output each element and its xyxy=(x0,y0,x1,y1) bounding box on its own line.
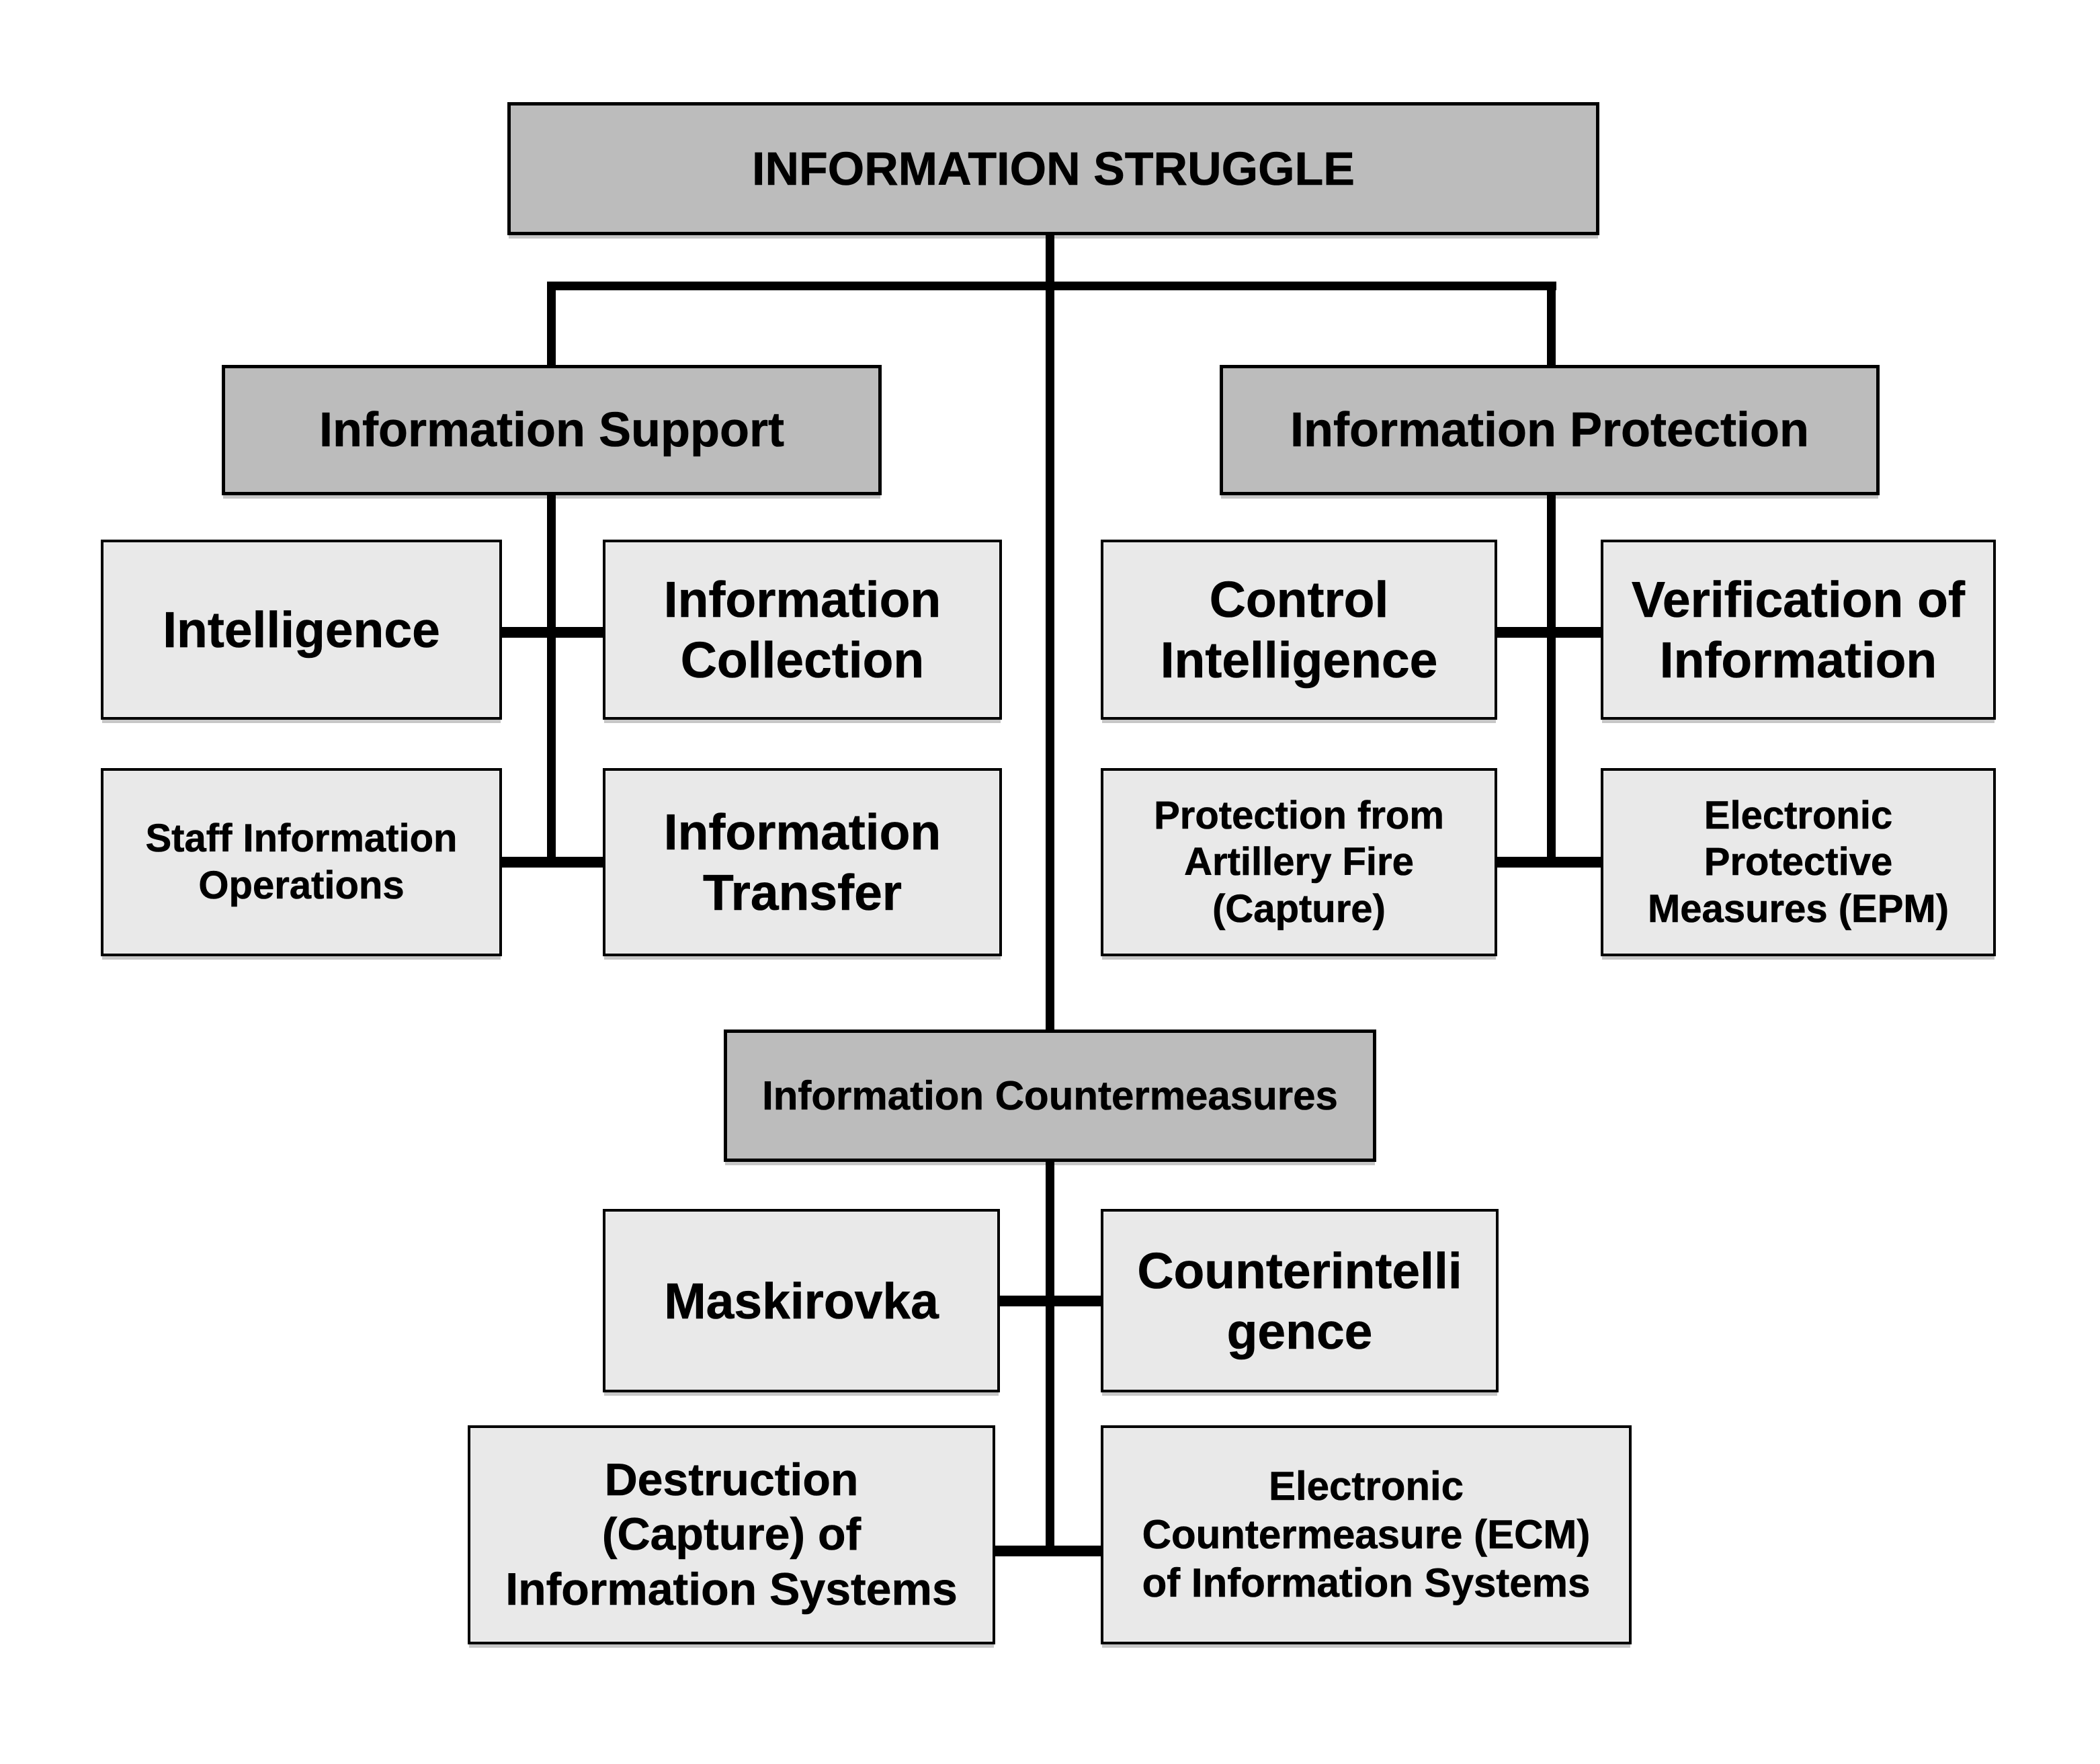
node-electronic-protective-measures: Electronic Protective Measures (EPM) xyxy=(1601,768,1996,956)
stub-support-row1 xyxy=(502,627,603,638)
stub-support-row2 xyxy=(502,857,603,868)
connector-countermeasures-stem xyxy=(1046,1162,1054,1551)
connector-root-stem xyxy=(1046,235,1054,1030)
stub-countermeasures-row2 xyxy=(995,1546,1101,1556)
node-information-countermeasures: Information Countermeasures xyxy=(724,1030,1376,1162)
node-maskirovka: Maskirovka xyxy=(603,1209,1000,1392)
connector-support-drop xyxy=(547,282,556,365)
node-information-struggle: INFORMATION STRUGGLE xyxy=(507,102,1599,235)
stub-countermeasures-row1 xyxy=(1000,1296,1101,1306)
node-intelligence: Intelligence xyxy=(101,540,502,720)
stub-protection-row1 xyxy=(1497,627,1601,638)
node-information-collection: Information Collection xyxy=(603,540,1002,720)
node-electronic-countermeasure-of-information-systems: Electronic Countermeasure (ECM) of Infor… xyxy=(1101,1425,1632,1644)
connector-protection-drop xyxy=(1547,282,1556,365)
connector-support-stem xyxy=(547,495,556,862)
node-protection-from-artillery-fire: Protection from Artillery Fire (Capture) xyxy=(1101,768,1497,956)
connector-protection-stem xyxy=(1547,495,1556,862)
node-verification-of-information: Verification of Information xyxy=(1601,540,1996,720)
node-counterintelligence: Counterintelli gence xyxy=(1101,1209,1499,1392)
node-destruction-of-information-systems: Destruction (Capture) of Information Sys… xyxy=(468,1425,995,1644)
node-information-transfer: Information Transfer xyxy=(603,768,1002,956)
node-staff-information-operations: Staff Information Operations xyxy=(101,768,502,956)
node-information-protection: Information Protection xyxy=(1220,365,1880,495)
stub-protection-row2 xyxy=(1497,857,1601,868)
connector-top-horizontal xyxy=(547,282,1556,290)
node-control-intelligence: Control Intelligence xyxy=(1101,540,1497,720)
node-information-support: Information Support xyxy=(222,365,882,495)
